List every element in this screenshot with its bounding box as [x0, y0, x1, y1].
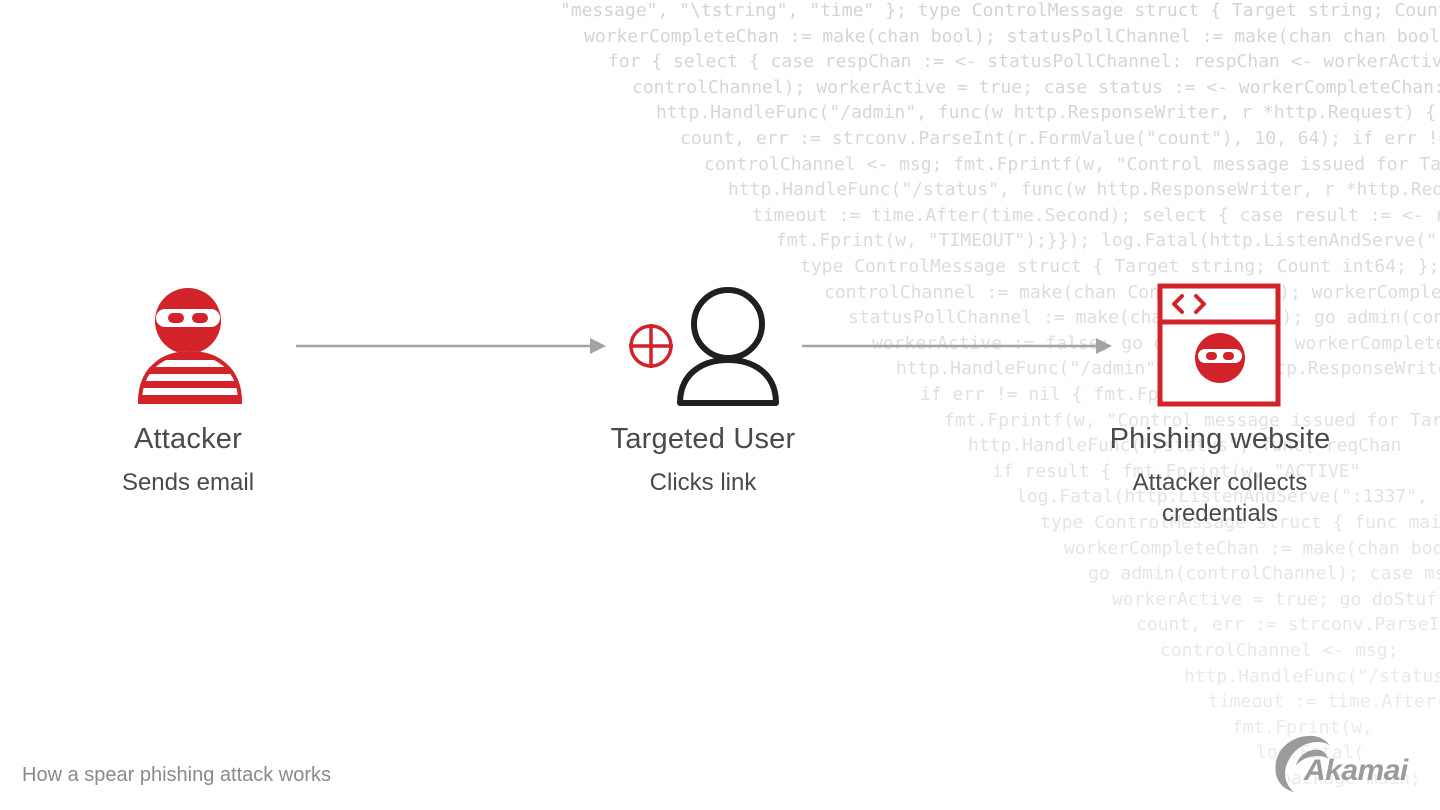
person-icon — [677, 287, 779, 406]
website-subtitle-line1: Attacker collects — [1132, 469, 1308, 496]
akamai-logo: Akamai — [1268, 730, 1428, 794]
attacker-subtitle: Sends email — [121, 469, 255, 496]
arrow-attacker-to-user — [296, 338, 606, 354]
arrow-user-to-website — [802, 338, 1112, 354]
logo-text: Akamai — [1304, 754, 1408, 787]
user-title: Targeted User — [610, 423, 796, 455]
crosshair-icon — [629, 324, 673, 368]
akamai-wave-icon — [1275, 735, 1330, 792]
browser-window-icon — [1157, 283, 1281, 407]
website-subtitle-line2: credentials — [1161, 500, 1279, 527]
website-title: Phishing website — [1109, 423, 1331, 455]
masked-person-icon — [137, 288, 243, 404]
attacker-title: Attacker — [134, 423, 242, 455]
user-subtitle: Clicks link — [649, 469, 757, 496]
diagram-caption: How a spear phishing attack works — [22, 764, 332, 786]
